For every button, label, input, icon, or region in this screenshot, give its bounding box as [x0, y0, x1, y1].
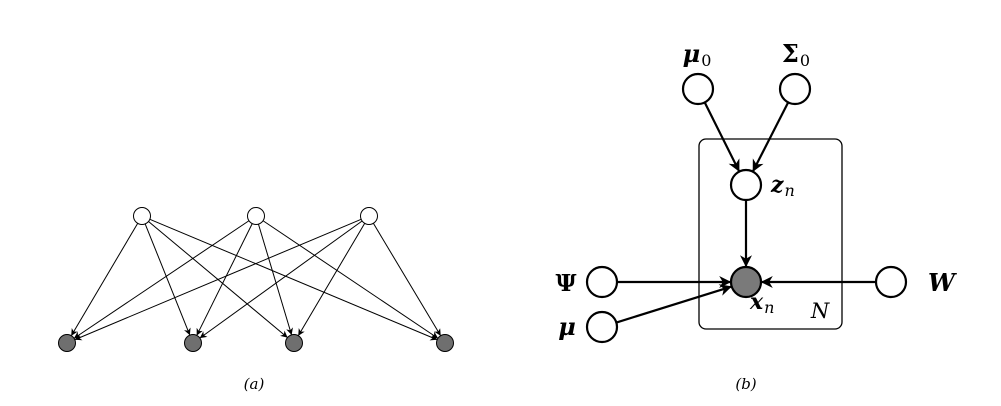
label-zn: zn: [770, 172, 795, 200]
node-w: [874, 265, 908, 299]
node-h2: [247, 207, 265, 225]
edge-h3-o3: [298, 223, 366, 336]
node-xn: [729, 265, 763, 299]
node-o4: [436, 334, 454, 352]
edge-h1-o2: [144, 223, 191, 336]
diagram-b-nodes: [585, 72, 908, 344]
edge-h3-o1: [74, 218, 362, 341]
edge-sigma0-zn: [752, 101, 790, 172]
edge-h2-o1: [73, 220, 250, 339]
diagram-a-edges: [71, 218, 441, 341]
node-h3: [360, 207, 378, 225]
edge-mu0-zn: [703, 101, 740, 172]
node-psi: [585, 265, 619, 299]
edge-h2-o3: [257, 223, 293, 336]
edge-h1-o4: [149, 218, 438, 341]
edge-h1-o1: [71, 223, 139, 336]
edge-h2-o4: [262, 220, 439, 339]
diagram-b: N μ0 Σ0 zn xn Ψ μ W (b): [555, 39, 957, 393]
label-psi: Ψ: [555, 270, 576, 297]
label-sigma0: Σ0: [782, 39, 810, 70]
edge-h3-o4: [372, 223, 441, 336]
label-mu0: μ0: [683, 39, 712, 70]
node-mu: [585, 310, 619, 344]
diagram-b-edges: [615, 101, 876, 324]
node-mu0: [681, 72, 715, 106]
node-o2: [184, 334, 202, 352]
node-o1: [58, 334, 76, 352]
node-sigma0: [778, 72, 812, 106]
caption-b: (b): [735, 375, 756, 393]
label-w: W: [928, 268, 957, 297]
label-mu: μ: [558, 312, 576, 341]
node-zn: [729, 168, 763, 202]
edge-mu-xn: [615, 284, 732, 324]
edge-h3-o2: [199, 220, 363, 339]
node-o3: [285, 334, 303, 352]
diagram-a-nodes: [58, 207, 454, 352]
edge-h2-o2: [196, 223, 253, 336]
label-xn: xn: [749, 289, 774, 317]
caption-a: (a): [244, 375, 265, 393]
node-h1: [133, 207, 151, 225]
diagram-a: (a): [58, 207, 454, 393]
plate-label: N: [810, 299, 830, 323]
